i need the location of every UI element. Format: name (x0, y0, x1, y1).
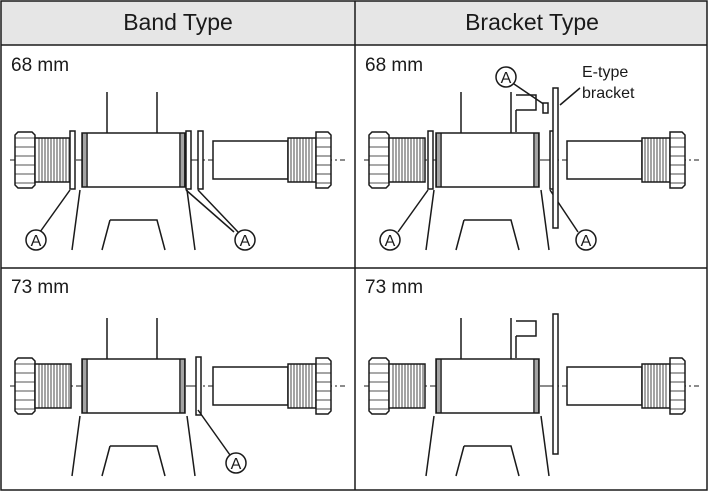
down-tube (101, 219, 166, 251)
seat-tube (460, 318, 512, 359)
leader-line (39, 189, 71, 233)
adapter-ring (195, 356, 202, 416)
leader-line (197, 409, 231, 456)
assembly-3: A (10, 318, 345, 477)
svg-text:A: A (501, 70, 512, 87)
bb-shell (81, 358, 186, 414)
seat-tube (460, 92, 512, 133)
part-a-marker: A (225, 452, 247, 474)
chain-stays (71, 189, 196, 251)
leader-line (197, 189, 239, 233)
right-cup-body (287, 137, 317, 183)
svg-text:A: A (31, 233, 42, 250)
right-cup-body (641, 137, 671, 183)
bracket-tab (515, 320, 537, 358)
left-cup-flange (14, 131, 36, 189)
size-label-bracket-68: 68 mm (365, 55, 423, 76)
header-band-type: Band Type (123, 9, 233, 35)
left-cup-body (388, 363, 426, 409)
size-label-bracket-73: 73 mm (365, 277, 423, 298)
left-cup-flange (368, 357, 390, 415)
left-cup-body (34, 363, 72, 409)
chain-stays (425, 415, 550, 477)
right-cup-body (287, 363, 317, 409)
right-cup-tube (212, 366, 289, 406)
leader-line (185, 189, 235, 233)
right-cup-flange (315, 357, 332, 415)
part-a-marker: A (379, 229, 401, 251)
part-a-marker: A (575, 229, 597, 251)
part-a-marker: A (25, 229, 47, 251)
adapter-ring (185, 130, 192, 190)
right-cup-flange (315, 131, 332, 189)
svg-text:A: A (581, 233, 592, 250)
e-type-bracket-tab (542, 102, 549, 114)
right-cup-flange (669, 357, 686, 415)
e-type-bracket-plate (552, 313, 559, 455)
bb-shell (81, 132, 186, 188)
header-background (1, 1, 707, 45)
assembly-4 (364, 313, 699, 477)
right-cup-tube (566, 140, 643, 180)
header-bracket-type: Bracket Type (465, 9, 599, 35)
e-type-label-line1: E-type (582, 64, 628, 81)
down-tube (101, 445, 166, 477)
chain-stays (71, 415, 196, 477)
right-cup-body (641, 363, 671, 409)
svg-text:A: A (240, 233, 251, 250)
e-type-label-line2: bracket (582, 85, 635, 102)
leader-line (513, 83, 546, 106)
seat-tube (106, 318, 158, 359)
right-cup-tube (566, 366, 643, 406)
adapter-ring (427, 130, 434, 190)
part-a-marker: A (495, 66, 517, 88)
part-a-marker: A (234, 229, 256, 251)
right-cup-tube (212, 140, 289, 180)
leader-line (559, 87, 581, 106)
size-label-band-68: 68 mm (11, 55, 69, 76)
left-cup-body (388, 137, 426, 183)
svg-text:A: A (385, 233, 396, 250)
left-cup-flange (14, 357, 36, 415)
seat-tube (106, 92, 158, 133)
down-tube (455, 219, 520, 251)
chain-stays (425, 189, 550, 251)
right-cup-flange (669, 131, 686, 189)
adapter-ring (69, 130, 76, 190)
down-tube (455, 445, 520, 477)
bb-shell (435, 132, 540, 188)
bracket-tab (515, 94, 537, 132)
adapter-ring (197, 130, 204, 190)
bb-shell (435, 358, 540, 414)
svg-text:A: A (231, 456, 242, 473)
size-label-band-73: 73 mm (11, 277, 69, 298)
left-cup-body (34, 137, 72, 183)
leader-line (397, 189, 429, 233)
e-type-bracket-plate (552, 87, 559, 229)
e-type-callout: A (495, 66, 581, 114)
left-cup-flange (368, 131, 390, 189)
